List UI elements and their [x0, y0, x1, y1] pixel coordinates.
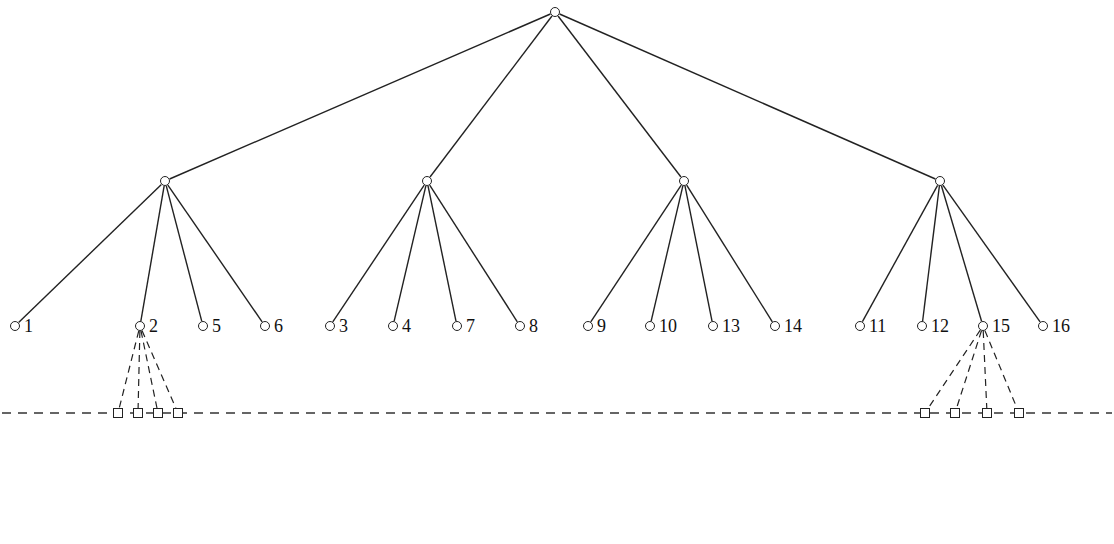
square-node: [113, 408, 123, 418]
tree-node: [550, 7, 560, 17]
dashed-branch: [141, 331, 157, 408]
dashed-branch: [985, 331, 1017, 408]
tree-branch: [430, 16, 552, 177]
dashed-branch: [957, 331, 982, 408]
tree-node: 4: [388, 321, 398, 331]
tree-node: 3: [325, 321, 335, 331]
tree-branch: [943, 185, 1040, 322]
square-node: [920, 408, 930, 418]
tree-node: 2: [135, 321, 145, 331]
tree-branch: [685, 186, 712, 321]
node-number: 6: [274, 317, 283, 335]
tree-branch: [560, 14, 936, 179]
dashed-branch: [142, 331, 176, 408]
node-number: 1: [24, 317, 33, 335]
tree-node: 12: [917, 321, 927, 331]
node-number: 7: [466, 317, 475, 335]
tree-node: 14: [770, 321, 780, 331]
tree-node: 10: [645, 321, 655, 331]
tree-branch: [166, 186, 201, 321]
tree-node: 9: [583, 321, 593, 331]
node-number: 13: [722, 317, 740, 335]
node-number: 15: [992, 317, 1010, 335]
square-node: [153, 408, 163, 418]
tree-node: [160, 176, 170, 186]
square-node: [173, 408, 183, 418]
node-number: 9: [597, 317, 606, 335]
node-number: 10: [659, 317, 677, 335]
tree-branch: [141, 186, 164, 321]
tree-branch: [170, 14, 551, 179]
tree-node: 5: [198, 321, 208, 331]
tree-node: 15: [978, 321, 988, 331]
tree-branch: [394, 186, 426, 321]
square-node: [133, 408, 143, 418]
tree-branch: [651, 186, 683, 321]
dashed-level-line: [2, 412, 1112, 413]
tree-node: 1: [10, 321, 20, 331]
node-number: 5: [212, 317, 221, 335]
tree-node: 6: [260, 321, 270, 331]
node-number: 3: [339, 317, 348, 335]
square-node: [982, 408, 992, 418]
tree-branch: [862, 185, 937, 321]
tree-branch: [687, 185, 773, 322]
node-number: 8: [529, 317, 538, 335]
tree-branch: [428, 186, 456, 321]
tree-node: 11: [855, 321, 865, 331]
tree-branch: [923, 186, 940, 321]
node-number: 11: [869, 317, 886, 335]
tree-node: [935, 176, 945, 186]
tree-branch: [430, 185, 518, 322]
tree-node: 7: [452, 321, 462, 331]
tree-branch: [168, 185, 262, 322]
node-number: 16: [1052, 317, 1070, 335]
node-number: 14: [784, 317, 802, 335]
tree-node: [422, 176, 432, 186]
node-number: 4: [402, 317, 411, 335]
tree-branch: [941, 186, 981, 321]
square-node: [1014, 408, 1024, 418]
node-number: 2: [149, 317, 158, 335]
dashed-branch: [928, 330, 980, 408]
dashed-branch: [983, 331, 987, 408]
tree-node: [679, 176, 689, 186]
tree-branch: [19, 184, 162, 322]
tree-node: 13: [708, 321, 718, 331]
dashed-branch: [119, 331, 139, 408]
dashed-branch: [138, 331, 140, 408]
node-number: 12: [931, 317, 949, 335]
tree-node: 16: [1038, 321, 1048, 331]
square-node: [950, 408, 960, 418]
tree-node: 8: [515, 321, 525, 331]
